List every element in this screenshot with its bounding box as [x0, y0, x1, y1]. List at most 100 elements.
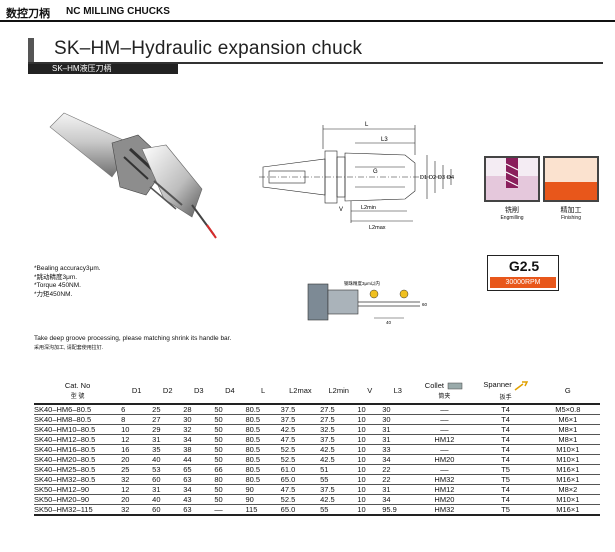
- note-accuracy-cn: *跳动精度3μm.: [34, 273, 78, 281]
- col-d3: D3: [183, 378, 215, 405]
- cell-spanner: T5: [475, 464, 536, 475]
- col-d1: D1: [121, 378, 153, 405]
- cell-l2max: 37.5: [280, 414, 321, 425]
- cell-l: 90: [245, 484, 281, 495]
- detail-dim-d: 60: [422, 302, 428, 307]
- dim-v-label: V: [339, 207, 343, 213]
- cell-spanner: T4: [475, 454, 536, 465]
- cell-l2max: 47.5: [280, 434, 321, 445]
- cell-cat-no: SK40–HM32–80.5: [34, 474, 122, 485]
- accuracy-detail-drawing: 钢珠精度3μm以内 40 60: [307, 280, 428, 325]
- note-torque-en: *Torque 450NM.: [34, 282, 81, 289]
- cell-l3: 31: [382, 434, 414, 445]
- cell-l3: 33: [382, 444, 414, 455]
- cell-l2min: 32.5: [320, 424, 358, 435]
- col-g: G: [535, 378, 600, 405]
- cell-l2max: 47.5: [280, 484, 321, 495]
- cell-d2: 31: [152, 434, 184, 445]
- cell-d3: 30: [183, 414, 215, 425]
- cell-d2: 60: [152, 504, 184, 516]
- subtitle-bar: SK–HM液压刀柄: [28, 64, 178, 74]
- engmilling-en: Engmilling: [500, 215, 524, 221]
- chuck-product-image: [49, 112, 217, 239]
- cell-d4: 50: [214, 454, 246, 465]
- category-cn: 数控刀柄: [6, 8, 50, 20]
- cell-collet: ––: [413, 404, 476, 415]
- cell-d1: 8: [121, 414, 153, 425]
- col-cat-no: Cat. No 型 號: [34, 378, 122, 405]
- cell-d1: 6: [121, 404, 153, 415]
- cell-d3: 28: [183, 404, 215, 415]
- detail-caption: 钢珠精度3μm以内: [344, 280, 380, 287]
- dim-l3-label: L3: [381, 137, 388, 143]
- cell-l2max: 65.0: [280, 474, 321, 485]
- col-v: V: [357, 378, 383, 405]
- technical-drawing: L L3 G V L2min L2max D1 D2 D3 D4: [259, 122, 454, 231]
- col-d2: D2: [152, 378, 184, 405]
- cell-l2min: 37.5: [320, 484, 358, 495]
- cell-d1: 20: [121, 494, 153, 505]
- cell-l3: 31: [382, 424, 414, 435]
- cell-l: 80.5: [245, 424, 281, 435]
- cell-l3: 34: [382, 454, 414, 465]
- cell-v: 10: [357, 434, 383, 445]
- cell-g: M6×1: [535, 414, 600, 425]
- process-note: Take deep groove processing, please matc…: [34, 335, 231, 351]
- cell-g: M16×1: [535, 504, 600, 516]
- cell-spanner: T4: [475, 494, 536, 505]
- cell-spanner: T4: [475, 444, 536, 455]
- dim-l2min-label: L2min: [361, 205, 376, 211]
- cell-cat-no: SK40–HM8–80.5: [34, 414, 122, 425]
- cell-d4: 50: [214, 444, 246, 455]
- cell-l2min: 55: [320, 504, 358, 516]
- cell-d2: 53: [152, 464, 184, 475]
- cell-l3: 22: [382, 464, 414, 475]
- col-collet-cn: 筒夹: [438, 394, 451, 400]
- col-collet-label: Collet: [424, 380, 444, 390]
- endmill-icon: [486, 158, 538, 200]
- cell-d1: 32: [121, 504, 153, 516]
- cell-d4: 50: [214, 404, 246, 415]
- cell-g: M10×1: [535, 444, 600, 455]
- dim-d1-label: D1: [420, 175, 427, 181]
- cell-v: 10: [357, 424, 383, 435]
- cell-collet: ––: [413, 424, 476, 435]
- cell-cat-no: SK50–HM20–90: [34, 494, 122, 505]
- cell-l3: 31: [382, 484, 414, 495]
- cell-l2min: 27.5: [320, 404, 358, 415]
- cell-d4: 80: [214, 474, 246, 485]
- cell-spanner: T4: [475, 434, 536, 445]
- cell-collet: ––: [413, 444, 476, 455]
- cell-v: 10: [357, 414, 383, 425]
- cell-spanner: T5: [475, 504, 536, 516]
- cell-l2min: 37.5: [320, 434, 358, 445]
- cell-l: 90: [245, 494, 281, 505]
- cell-l2min: 42.5: [320, 494, 358, 505]
- cell-l: 80.5: [245, 474, 281, 485]
- detail-dim-40: 40: [386, 320, 392, 325]
- note-torque-cn: *力矩450NM.: [34, 290, 73, 298]
- col-cat-no-cn: 型 號: [70, 394, 85, 400]
- col-l: L: [245, 378, 281, 405]
- cell-d1: 12: [121, 484, 153, 495]
- cell-l2min: 42.5: [320, 454, 358, 465]
- col-l2min: L2min: [320, 378, 358, 405]
- process-en: Take deep groove processing, please matc…: [34, 335, 232, 342]
- cell-d2: 31: [152, 484, 184, 495]
- cell-v: 10: [357, 454, 383, 465]
- cell-d2: 27: [152, 414, 184, 425]
- cell-l2min: 27.5: [320, 414, 358, 425]
- cell-d4: ––: [214, 504, 246, 516]
- cell-d3: 32: [183, 424, 215, 435]
- col-cat-no-label: Cat. No: [64, 381, 91, 390]
- cell-g: M5×0.8: [535, 404, 600, 415]
- finishing-icon: [545, 158, 597, 200]
- finishing-cn: 精加工: [560, 207, 582, 214]
- cell-d4: 50: [214, 424, 246, 435]
